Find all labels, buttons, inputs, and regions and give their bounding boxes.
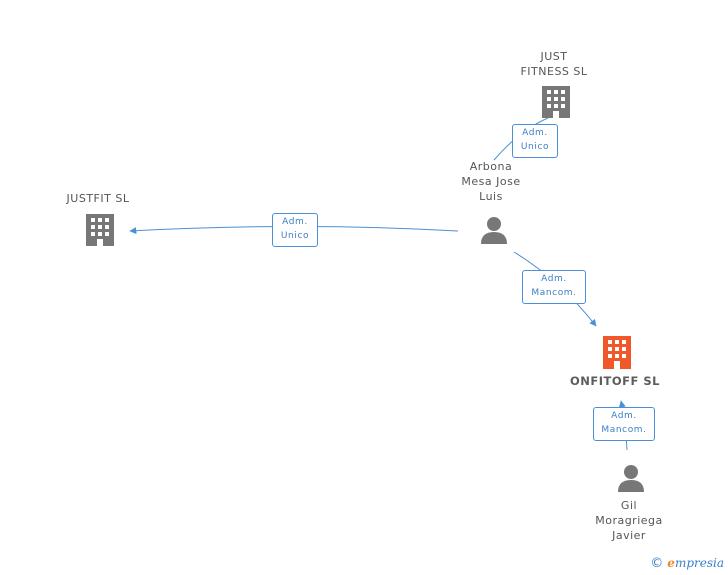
edge-label-adm-unico: Adm. Unico — [512, 124, 558, 158]
building-icon[interactable] — [542, 86, 570, 118]
edge-label-text: Adm. Unico — [520, 128, 550, 152]
brand-logo: empresia — [667, 556, 724, 570]
brand-name: mpresia — [674, 556, 724, 570]
node-label-onfitoff[interactable]: ONFITOFF SL — [570, 374, 660, 388]
brand-footer: ©empresia — [650, 556, 724, 571]
copyright-icon: © — [650, 556, 664, 571]
edge-label-text: Adm. Mancom. — [601, 411, 647, 435]
edge-label-adm-unico: Adm. Unico — [272, 213, 318, 247]
person-icon[interactable] — [481, 217, 507, 244]
edge-label-text: Adm. Unico — [280, 217, 310, 241]
building-icon[interactable] — [86, 214, 114, 246]
node-label-just-fitness[interactable]: JUST FITNESS SL — [520, 50, 588, 78]
edge-label-text: Adm. Mancom. — [531, 274, 577, 298]
node-label-arbona[interactable]: Arbona Mesa Jose Luis — [461, 160, 521, 203]
node-label-justfit[interactable]: JUSTFIT SL — [66, 192, 130, 205]
building-icon[interactable] — [603, 336, 631, 369]
edge-label-adm-mancom: Adm. Mancom. — [522, 270, 586, 304]
edge-label-adm-mancom: Adm. Mancom. — [593, 407, 655, 441]
person-icon[interactable] — [618, 465, 644, 492]
brand-initial: e — [667, 556, 675, 570]
node-label-gil[interactable]: Gil Moragriega Javier — [595, 499, 663, 542]
